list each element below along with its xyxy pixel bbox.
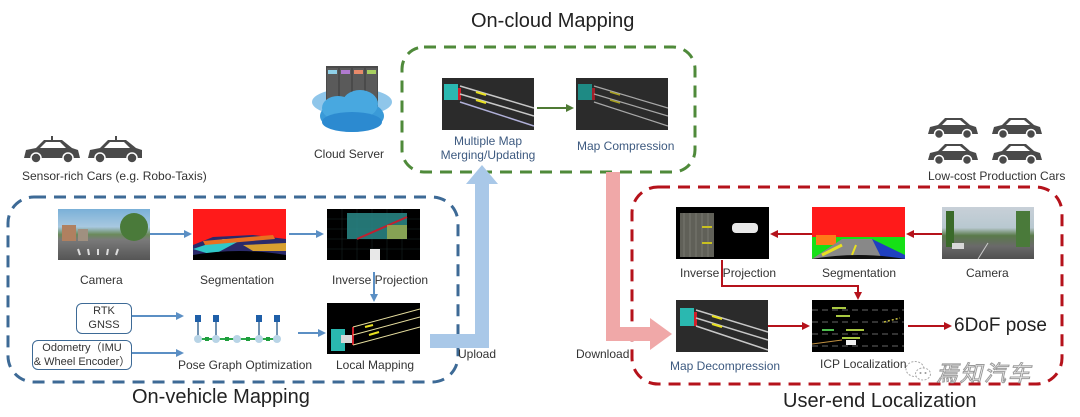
user-end-title: User-end Localization [783,390,977,412]
user-segmentation-to-projection-arrow [770,230,813,238]
user-inverse-projection-label: Inverse Projection [680,266,777,280]
vehicle-inverse-projection-image [327,209,420,260]
6dof-pose-output: 6DoF pose [954,315,1047,336]
on-vehicle-boundary [6,195,460,384]
segmentation-to-projection-arrow [289,230,324,238]
rtk-to-pose-graph-arrow [130,312,184,320]
odometry-label-line2: & Wheel Encoder） [33,356,131,368]
icp-localization-image [812,300,904,352]
upload-label: Upload [458,347,497,361]
user-inverse-projection-image [676,207,769,259]
cloud-server-icon [308,64,396,136]
user-projection-to-icp-arrow [721,260,862,300]
odometry-box: Odometry（IMU & Wheel Encoder） [32,340,132,370]
cloud-server-label: Cloud Server [314,147,385,161]
icp-localization-label: ICP Localization [820,357,907,371]
merge-map-image [442,78,534,130]
pose-graph-to-local-mapping-arrow [298,329,326,337]
on-cloud-title: On-cloud Mapping [471,10,635,32]
user-segmentation-image [812,207,905,259]
pose-graph-label: Pose Graph Optimization [178,358,313,372]
user-segmentation-label: Segmentation [822,266,897,280]
low-cost-cars-icon [926,116,1058,168]
merge-to-compression-arrow [537,104,574,112]
vehicle-camera-image [58,209,150,260]
sensor-rich-cars-icon [22,136,142,166]
odometry-label-line1: Odometry（IMU [42,342,122,354]
sensor-rich-cars-label: Sensor-rich Cars (e.g. Robo-Taxis) [22,169,207,183]
user-camera-to-segmentation-arrow [906,230,942,238]
icp-to-pose-arrow [908,322,952,330]
local-mapping-image [327,303,420,354]
pose-graph-icon [194,315,281,343]
map-decompression-image [676,300,768,352]
vehicle-segmentation-image [193,209,286,260]
vehicle-inverse-projection-label: Inverse Projection [332,273,429,287]
user-camera-image [942,207,1034,259]
decompression-to-icp-arrow [768,322,810,330]
merge-label: Multiple Map Merging/Updating [438,134,538,162]
local-mapping-label: Local Mapping [336,358,415,372]
low-cost-cars-label: Low-cost Production Cars [928,169,1066,183]
vehicle-segmentation-label: Segmentation [200,273,275,287]
watermark-text: 焉知汽车 [935,362,1033,388]
merge-label-line1: Multiple Map [453,134,523,148]
upload-arrow [430,165,498,348]
vehicle-camera-label: Camera [80,273,123,287]
compressed-map-image [576,78,668,130]
download-label: Download [576,347,630,361]
map-decompression-label: Map Decompression [670,359,781,373]
gnss-label: GNSS [88,319,120,331]
merge-label-line2: Merging/Updating [440,148,536,162]
on-cloud-boundary [400,45,697,174]
compression-label: Map Compression [577,139,675,153]
on-vehicle-title: On-vehicle Mapping [132,386,310,408]
rtk-gnss-box: RTK GNSS [76,303,132,334]
camera-to-segmentation-arrow [150,230,192,238]
user-end-boundary [630,185,1064,386]
odometry-to-pose-graph-arrow [130,349,184,357]
rtk-label: RTK [93,305,115,317]
wechat-icon [904,359,932,383]
download-arrow [606,172,672,350]
user-camera-label: Camera [966,266,1009,280]
projection-to-local-mapping-arrow [370,272,378,302]
